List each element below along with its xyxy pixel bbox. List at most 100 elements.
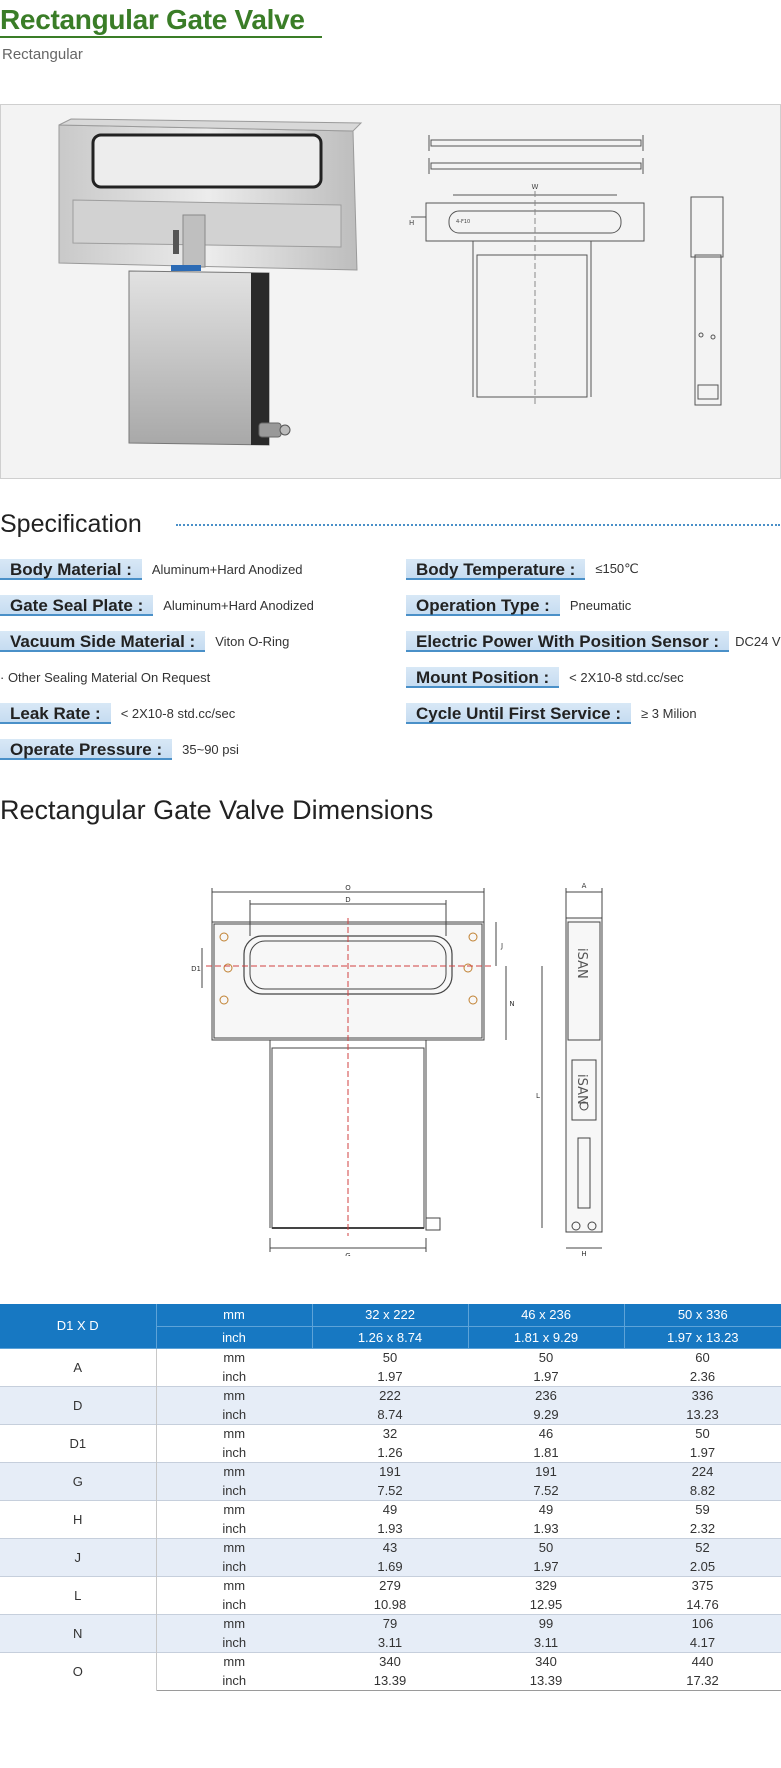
table-value-cell: 236 <box>468 1385 624 1405</box>
spec-label: Operate Pressure : <box>0 738 173 760</box>
table-header-size: 1.97 x 13.23 <box>624 1326 781 1349</box>
table-value-cell: 13.39 <box>468 1671 624 1691</box>
front-view-w-label: W <box>532 183 539 191</box>
table-value-cell: 79 <box>312 1613 468 1633</box>
product-illustration: W H 4-F10 <box>58 118 724 446</box>
table-unit-cell: mm <box>156 1461 312 1481</box>
spec-value: < 2X10-8 std.cc/sec <box>569 669 684 685</box>
spec-body-temperature: Body Temperature : ≤150℃ <box>406 556 639 582</box>
table-row-label: G <box>0 1461 157 1500</box>
spec-value: Aluminum+Hard Anodized <box>163 597 314 613</box>
page-subtitle: Rectangular <box>2 46 83 63</box>
table-unit-cell: inch <box>156 1633 312 1652</box>
spec-value: ≤150℃ <box>595 561 639 576</box>
table-value-cell: 12.95 <box>468 1595 624 1614</box>
table-row-label: D <box>0 1385 157 1424</box>
table-header-size: 1.81 x 9.29 <box>468 1326 625 1349</box>
table-value-cell: 50 <box>468 1347 624 1367</box>
table-value-cell: 8.74 <box>312 1405 468 1424</box>
table-value-cell: 8.82 <box>624 1481 781 1500</box>
table-value-cell: 329 <box>468 1575 624 1595</box>
spec-label: Cycle Until First Service : <box>406 702 632 724</box>
table-value-cell: 336 <box>624 1385 781 1405</box>
spec-gate-seal-plate: Gate Seal Plate : Aluminum+Hard Anodized <box>0 592 314 618</box>
table-value-cell: 60 <box>624 1347 781 1367</box>
spec-vacuum-side-material: Vacuum Side Material : Viton O-Ring <box>0 628 289 654</box>
table-value-cell: 2.36 <box>624 1367 781 1386</box>
table-value-cell: 1.26 <box>312 1443 468 1462</box>
table-value-cell: 59 <box>624 1499 781 1519</box>
spec-label: Mount Position : <box>406 666 560 688</box>
table-value-cell: 1.97 <box>312 1367 468 1386</box>
table-row-label: O <box>0 1651 157 1690</box>
table-value-cell: 2.32 <box>624 1519 781 1538</box>
table-unit-cell: mm <box>156 1613 312 1633</box>
table-unit-cell: mm <box>156 1385 312 1405</box>
table-header-unit: mm <box>156 1304 313 1327</box>
table-unit-cell: mm <box>156 1575 312 1595</box>
spec-label: Body Material : <box>0 558 142 580</box>
table-value-cell: 50 <box>468 1537 624 1557</box>
table-unit-cell: mm <box>156 1651 312 1671</box>
table-value-cell: 440 <box>624 1651 781 1671</box>
table-value-cell: 1.97 <box>624 1443 781 1462</box>
spec-operate-pressure: Operate Pressure : 35~90 psi <box>0 736 239 762</box>
table-value-cell: 99 <box>468 1613 624 1633</box>
table-value-cell: 43 <box>312 1537 468 1557</box>
table-header-size: 32 x 222 <box>312 1304 469 1327</box>
spec-value: Aluminum+Hard Anodized <box>151 561 303 577</box>
front-view-h-label: H <box>409 219 414 227</box>
table-row-label: A <box>0 1347 157 1386</box>
table-value-cell: 191 <box>468 1461 624 1481</box>
dim-label-j: J <box>500 942 503 950</box>
table-value-cell: 7.52 <box>468 1481 624 1500</box>
table-value-cell: 13.23 <box>624 1405 781 1424</box>
table-row-label: N <box>0 1613 157 1652</box>
table-value-cell: 13.39 <box>312 1671 468 1691</box>
spec-heading-divider <box>176 524 780 526</box>
spec-value: < 2X10-8 std.cc/sec <box>120 705 236 721</box>
spec-label: Electric Power With Position Sensor : <box>406 630 730 652</box>
spec-body-material: Body Material : Aluminum+Hard Anodized <box>0 556 303 582</box>
table-unit-cell: inch <box>156 1367 312 1386</box>
page-title: Rectangular Gate Valve <box>0 4 305 35</box>
table-unit-cell: mm <box>156 1537 312 1557</box>
spec-label: Gate Seal Plate : <box>0 594 154 616</box>
table-header-label: D1 X D <box>0 1304 157 1349</box>
table-value-cell: 1.97 <box>468 1557 624 1576</box>
spec-electric-power: Electric Power With Position Sensor : DC… <box>406 628 781 654</box>
spec-label: Leak Rate : <box>0 702 111 724</box>
table-header-size: 1.26 x 8.74 <box>312 1326 469 1349</box>
table-value-cell: 3.11 <box>468 1633 624 1652</box>
spec-operation-type: Operation Type : Pneumatic <box>406 592 631 618</box>
table-row-label: J <box>0 1537 157 1576</box>
table-value-cell: 279 <box>312 1575 468 1595</box>
table-unit-cell: inch <box>156 1595 312 1614</box>
table-value-cell: 49 <box>312 1499 468 1519</box>
spec-leak-rate: Leak Rate : < 2X10-8 std.cc/sec <box>0 700 235 726</box>
title-underline <box>0 36 322 38</box>
table-row-label: L <box>0 1575 157 1614</box>
spec-cycle-until-service: Cycle Until First Service : ≥ 3 Milion <box>406 700 697 726</box>
front-view-drawing <box>411 135 645 405</box>
spec-value: ≥ 3 Milion <box>641 705 697 721</box>
dim-label-a: A <box>582 882 587 890</box>
dim-label-o: O <box>345 884 351 892</box>
table-value-cell: 340 <box>468 1651 624 1671</box>
front-view-hole-label: 4-F10 <box>456 219 470 225</box>
table-header-size: 46 x 236 <box>468 1304 625 1327</box>
table-value-cell: 46 <box>468 1423 624 1443</box>
dimension-drawing: O D D1 J N L G A H iSAN iSAN <box>191 882 603 1256</box>
table-header-row: D1 X D mm 32 x 222 46 x 236 50 x 336 <box>0 1304 781 1349</box>
table-value-cell: 9.29 <box>468 1405 624 1424</box>
table-unit-cell: inch <box>156 1443 312 1462</box>
table-value-cell: 10.98 <box>312 1595 468 1614</box>
table-value-cell: 1.93 <box>312 1519 468 1538</box>
